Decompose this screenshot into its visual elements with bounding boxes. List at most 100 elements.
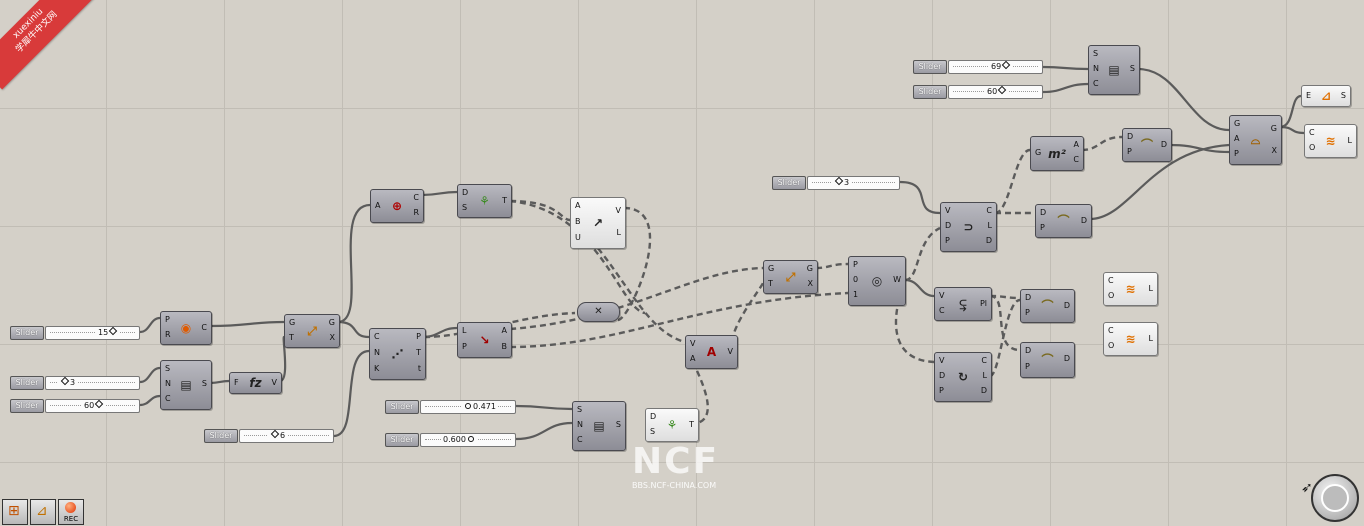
slider-track[interactable]: 69 <box>948 60 1043 74</box>
series-component-3[interactable]: S N C ▤ S <box>1088 45 1140 95</box>
output-port[interactable]: B <box>501 342 508 351</box>
input-port[interactable]: D <box>1025 346 1032 355</box>
input-port[interactable]: S <box>650 427 656 436</box>
navigation-wheel[interactable]: ➶ <box>1301 474 1359 522</box>
multiply-component[interactable]: ✕ <box>577 302 620 322</box>
input-port[interactable]: P <box>462 342 467 351</box>
rotate-component[interactable]: V D P ↻ C L D <box>934 352 992 402</box>
input-port[interactable]: P <box>945 236 950 245</box>
input-port[interactable]: T <box>289 333 294 342</box>
weave-component[interactable]: P 0 1 ◎ W <box>848 256 906 306</box>
output-port[interactable]: T <box>689 420 694 429</box>
slider-track[interactable]: 3 <box>807 176 900 190</box>
record-button[interactable]: REC <box>58 499 84 525</box>
output-port[interactable]: D <box>1063 301 1070 310</box>
graph-mapper-component-2[interactable]: G T ⤢ G X <box>763 260 818 294</box>
slider-3b[interactable]: Slider 3 <box>10 376 140 390</box>
output-port[interactable]: t <box>417 364 421 373</box>
output-port[interactable]: V <box>727 347 733 356</box>
input-port[interactable]: D <box>1127 132 1134 141</box>
input-port[interactable]: B <box>575 217 581 226</box>
output-port[interactable]: Pl <box>979 299 987 308</box>
slider-track[interactable]: 0.471 <box>420 400 516 414</box>
pipe-component-4[interactable]: D P ⌒ D <box>1020 342 1075 378</box>
output-port[interactable]: D <box>985 236 992 245</box>
output-port[interactable]: S <box>1129 64 1135 73</box>
output-port[interactable]: X <box>807 279 813 288</box>
align-button[interactable]: ⊞ <box>2 499 28 525</box>
divide-curve-component[interactable]: V D P ⊃ C L D <box>940 202 997 252</box>
input-port[interactable]: R <box>165 330 171 339</box>
navigation-wheel-center[interactable] <box>1321 484 1349 512</box>
input-port[interactable]: O <box>1108 341 1115 350</box>
polyline-component[interactable]: V C ⥹ Pl <box>934 287 992 321</box>
output-port[interactable]: D <box>1063 354 1070 363</box>
output-port[interactable]: S <box>615 420 621 429</box>
input-port[interactable]: C <box>374 332 380 341</box>
slider-track[interactable]: 60 <box>45 399 140 413</box>
graph-mapper-component[interactable]: G T ⤢ G X <box>284 314 340 348</box>
output-port[interactable]: D <box>1160 140 1167 149</box>
circle-component[interactable]: A ⊕ C R <box>370 189 424 223</box>
output-port[interactable]: L <box>1148 334 1153 343</box>
input-port[interactable]: C <box>1108 326 1114 335</box>
output-port[interactable]: C <box>1073 155 1079 164</box>
output-port[interactable]: C <box>413 193 419 202</box>
output-port[interactable]: P <box>416 332 421 341</box>
input-port[interactable]: S <box>462 203 468 212</box>
color-component-2[interactable]: C O ≋ L <box>1103 322 1158 356</box>
input-port[interactable]: P <box>1040 223 1045 232</box>
output-port[interactable]: D <box>1080 216 1087 225</box>
output-port[interactable]: G <box>1270 124 1277 133</box>
output-port[interactable]: X <box>329 333 335 342</box>
input-port[interactable]: E <box>1306 91 1312 100</box>
input-port[interactable]: U <box>575 233 581 242</box>
gap-component[interactable]: G A P ⌓ G X <box>1229 115 1282 165</box>
input-port[interactable]: C <box>1108 276 1114 285</box>
output-port[interactable]: C <box>981 356 987 365</box>
input-port[interactable]: S <box>577 405 583 414</box>
output-port[interactable]: R <box>413 208 419 217</box>
input-port[interactable]: L <box>462 326 467 335</box>
color-component-1[interactable]: C O ≋ L <box>1103 272 1158 306</box>
pipe-component-3[interactable]: D P ⌒ D <box>1020 289 1075 323</box>
output-port[interactable]: C <box>201 323 207 332</box>
input-port[interactable]: O <box>1309 143 1316 152</box>
input-port[interactable]: C <box>165 394 171 403</box>
output-port[interactable]: X <box>1271 146 1277 155</box>
input-port[interactable]: P <box>1025 308 1030 317</box>
slider-69[interactable]: Slider 69 <box>913 60 1043 74</box>
input-port[interactable]: D <box>939 371 946 380</box>
input-port[interactable]: C <box>1093 79 1099 88</box>
input-port[interactable]: G <box>1234 119 1241 128</box>
input-port[interactable]: G <box>289 318 296 327</box>
input-port[interactable]: T <box>768 279 773 288</box>
output-port[interactable]: L <box>982 371 987 380</box>
output-port[interactable]: G <box>806 264 813 273</box>
input-port[interactable]: F <box>234 378 239 387</box>
input-port[interactable]: D <box>462 188 469 197</box>
output-port[interactable]: G <box>328 318 335 327</box>
output-port[interactable]: A <box>1073 140 1079 149</box>
input-port[interactable]: A <box>375 201 381 210</box>
input-port[interactable]: C <box>939 306 945 315</box>
slider-3a[interactable]: Slider 3 <box>772 176 900 190</box>
explode-component[interactable]: E ⊿ S <box>1301 85 1351 107</box>
amplitude-component[interactable]: V A A V <box>685 335 738 369</box>
series-component-2[interactable]: S N C ▤ S <box>572 401 626 451</box>
output-port[interactable]: T <box>416 348 421 357</box>
input-port[interactable]: D <box>945 221 952 230</box>
output-port[interactable]: A <box>501 326 507 335</box>
pipe-component-2[interactable]: D P ⌒ D <box>1035 204 1092 238</box>
sprout-component-2[interactable]: D S ⚘ T <box>645 408 699 442</box>
pipe-component-1[interactable]: D P ⌒ D <box>1122 128 1172 162</box>
output-port[interactable]: L <box>987 221 992 230</box>
input-port[interactable]: P <box>1025 362 1030 371</box>
slider-track[interactable]: 6 <box>239 429 334 443</box>
slider-track[interactable]: 60 <box>948 85 1043 99</box>
slider-track[interactable]: 0.600 <box>420 433 516 447</box>
slider-60b[interactable]: Slider 60 <box>10 399 140 413</box>
output-port[interactable]: V <box>271 378 277 387</box>
output-port[interactable]: S <box>1340 91 1346 100</box>
